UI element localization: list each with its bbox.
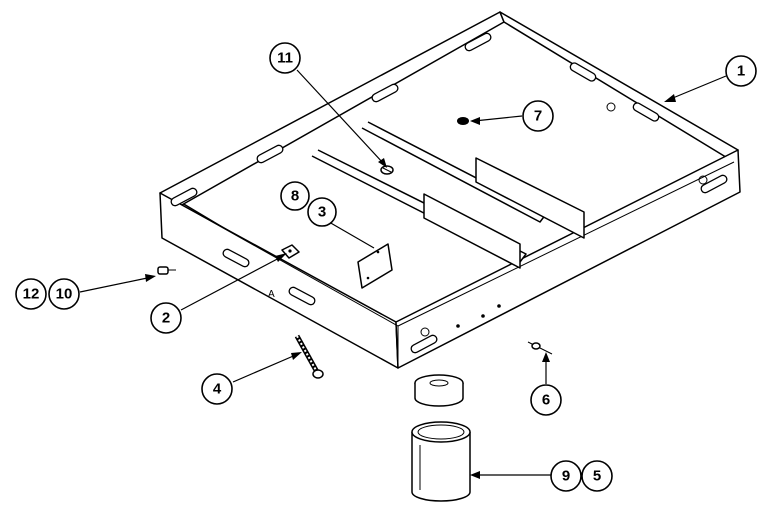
callout-4-label: 4 [213, 381, 222, 398]
callout-7: 7 [522, 100, 554, 132]
leader-lines [79, 69, 727, 479]
callout-12-label: 12 [23, 286, 40, 303]
pin [527, 341, 553, 355]
callout-7-label: 7 [534, 108, 542, 125]
svg-text:A: A [268, 289, 275, 300]
callout-6: 6 [530, 384, 562, 416]
callout-8: 8 [280, 181, 310, 211]
callout-11-label: 11 [277, 50, 293, 67]
callout-3-label: 3 [318, 204, 326, 221]
callout-4: 4 [201, 373, 233, 405]
plug [457, 117, 469, 125]
baffle-wall-2 [423, 193, 521, 269]
screw-11 [380, 165, 394, 175]
drip-pan-tray: A [159, 11, 741, 369]
jar-body [411, 432, 471, 502]
callout-2-label: 2 [162, 310, 170, 327]
callout-1: 1 [725, 55, 757, 87]
divider-rail-back [361, 121, 547, 223]
callout-5-label: 5 [593, 468, 601, 485]
callout-9-label: 9 [562, 468, 570, 485]
callout-10: 10 [48, 278, 80, 310]
jar-lid-side [414, 383, 464, 407]
callout-9: 9 [550, 460, 582, 492]
rim-slots [170, 32, 728, 354]
tray-front-right-wall [395, 149, 741, 369]
bolt [294, 334, 324, 379]
small-screw [157, 266, 176, 275]
callout-11: 11 [269, 42, 301, 74]
cover-plate [357, 243, 393, 289]
callout-12: 12 [15, 278, 47, 310]
jar-assembly [411, 374, 471, 502]
callout-6-label: 6 [542, 392, 550, 409]
callout-1-label: 1 [737, 63, 745, 80]
callout-3: 3 [307, 197, 337, 227]
callout-2: 2 [150, 302, 182, 334]
callout-10-label: 10 [56, 286, 73, 303]
callout-5: 5 [581, 460, 613, 492]
callout-8-label: 8 [291, 188, 299, 205]
baffle-wall [475, 157, 585, 239]
